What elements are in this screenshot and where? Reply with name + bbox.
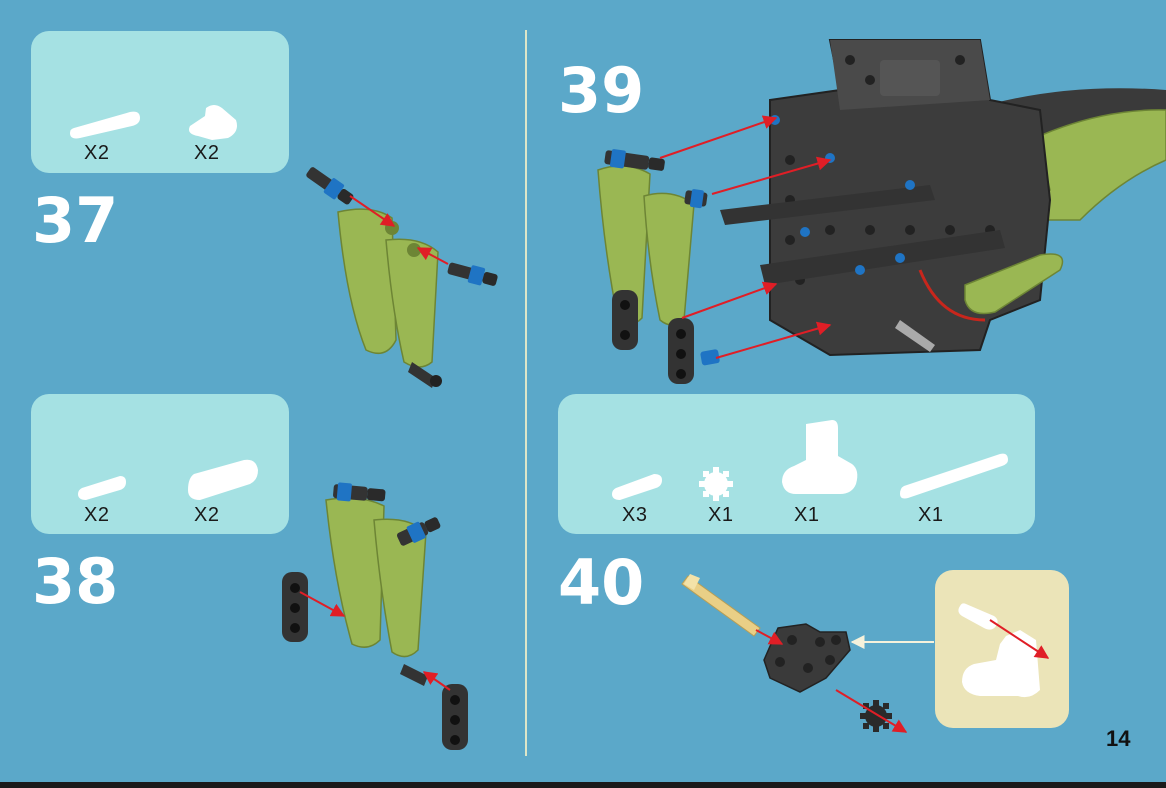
axle-icon <box>900 454 1008 499</box>
bottom-bar <box>0 782 1166 788</box>
gear-icon <box>699 467 733 501</box>
subassembly-diagram <box>958 603 1048 697</box>
step-38-model <box>282 482 468 750</box>
step-39-model <box>598 40 1166 384</box>
connector-icon <box>188 460 258 500</box>
bush-icon <box>782 420 857 494</box>
pin-icon <box>78 476 126 500</box>
page-number: 14 <box>1106 726 1130 752</box>
step-37-model <box>303 164 499 388</box>
axle-pin-icon <box>189 105 237 140</box>
step-40-model <box>682 574 934 732</box>
pin-icon <box>70 112 140 139</box>
gear-icon <box>860 700 892 732</box>
pin-icon <box>612 474 662 500</box>
